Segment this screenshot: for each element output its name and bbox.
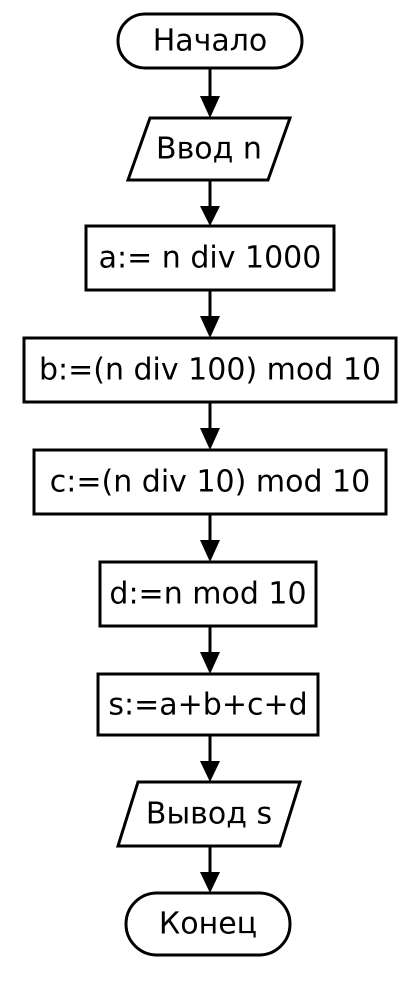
process-c-label: c:=(n div 10) mod 10 — [50, 465, 370, 500]
process-box-a: a:= n div 1000 — [84, 224, 336, 292]
process-a-label: a:= n div 1000 — [99, 241, 322, 276]
connector-start-input — [200, 68, 220, 118]
process-b-label: b:=(n div 100) mod 10 — [39, 353, 381, 388]
output-parallelogram: Вывод s — [115, 780, 303, 848]
process-box-b: b:=(n div 100) mod 10 — [22, 336, 398, 404]
output-label: Вывод s — [146, 797, 272, 832]
input-parallelogram: Ввод n — [125, 116, 293, 182]
process-d-label: d:=n mod 10 — [109, 577, 306, 612]
process-box-d: d:=n mod 10 — [98, 560, 318, 628]
connector-s-output — [200, 735, 220, 782]
process-s-label: s:=a+b+c+d — [108, 688, 307, 723]
connector-c-d — [200, 514, 220, 562]
connector-input-a — [200, 180, 220, 226]
process-box-s: s:=a+b+c+d — [96, 672, 320, 737]
end-label: Конец — [159, 907, 257, 942]
start-terminator: Начало — [116, 12, 304, 70]
connector-output-end — [200, 846, 220, 893]
connector-b-c — [200, 402, 220, 450]
process-box-c: c:=(n div 10) mod 10 — [32, 448, 388, 516]
connector-d-s — [200, 626, 220, 674]
end-terminator: Конец — [124, 891, 292, 957]
input-label: Ввод n — [156, 132, 262, 167]
connector-a-b — [200, 290, 220, 338]
start-label: Начало — [153, 24, 268, 59]
